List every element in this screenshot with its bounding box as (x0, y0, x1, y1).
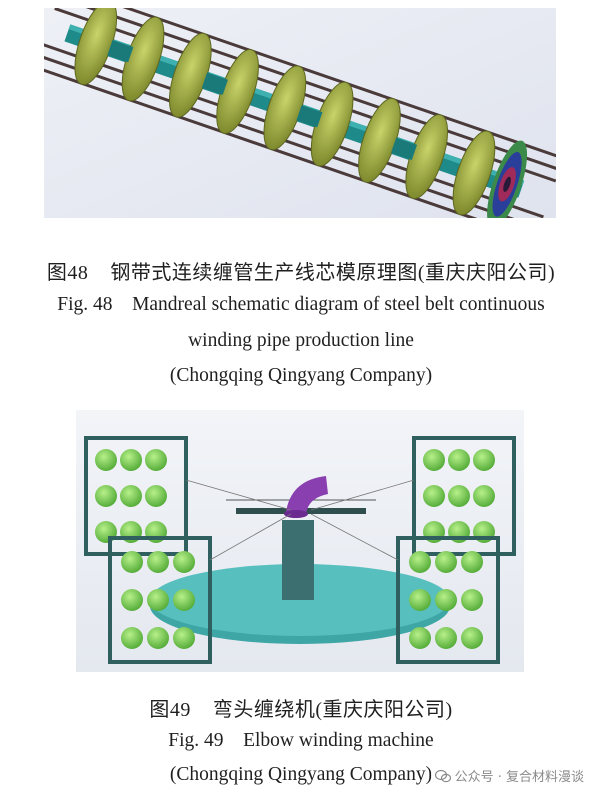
figure-48-caption-cn: 图48 钢带式连续缠管生产线芯模原理图(重庆庆阳公司) (0, 256, 602, 285)
wechat-icon (434, 769, 451, 782)
figure-49-title-en: Elbow winding machine (243, 730, 434, 751)
figure-49-caption-cn: 图49 弯头缠绕机(重庆庆阳公司) (0, 693, 602, 722)
figure-48-label-en: Fig. 48 (57, 294, 113, 315)
figure-48-source-en: (Chongqing Qingyang Company) (169, 365, 433, 386)
elbow-winding-machine-illustration (76, 410, 524, 672)
figure-49-label-cn: 图49 (149, 699, 191, 721)
figure-49-image (76, 410, 524, 672)
figure-48-image (34, 0, 565, 242)
figure-49-caption-en: Fig. 49 Elbow winding machine (0, 730, 602, 752)
mandrel-schematic-illustration (34, 0, 565, 242)
figure-49-label-en: Fig. 49 (168, 730, 224, 751)
figure-48-title-en-line1: Mandreal schematic diagram of steel belt… (132, 294, 545, 315)
figure-48-title-cn: 钢带式连续缠管生产线芯模原理图(重庆庆阳公司) (110, 262, 556, 284)
figure-48-title-en-line2: winding pipe production line (188, 330, 414, 351)
figure-48-caption-en-line1: Fig. 48 Mandreal schematic diagram of st… (0, 294, 602, 316)
watermark: 公众号 · 复合材料漫谈 (430, 764, 588, 787)
figure-49-title-cn: 弯头缠绕机(重庆庆阳公司) (212, 699, 453, 721)
watermark-text: 公众号 · 复合材料漫谈 (454, 770, 584, 785)
figure-48-label-cn: 图48 (46, 262, 89, 284)
figure-49-source-en: (Chongqing Qingyang Company) (169, 764, 433, 785)
